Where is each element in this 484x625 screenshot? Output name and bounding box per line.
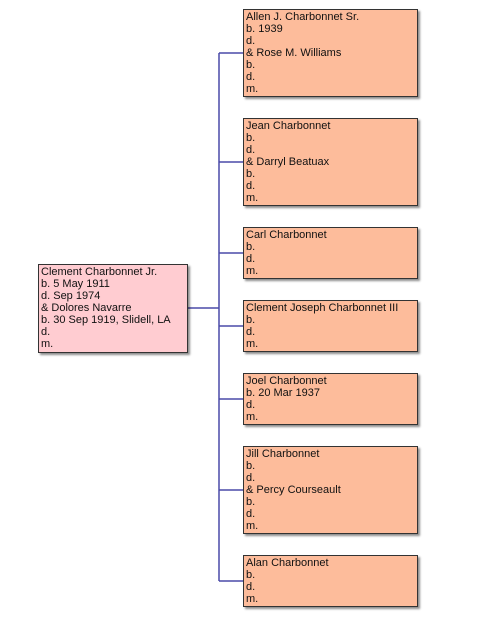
child-person-box[interactable]: Allen J. Charbonnet Sr. b. 1939 d. & Ros…	[243, 9, 418, 97]
spouse-birth-line: b. 30 Sep 1919, Slidell, LA	[41, 314, 171, 326]
birth-line: b. 5 May 1911	[41, 278, 110, 290]
person-name: Joel Charbonnet	[246, 375, 327, 387]
person-name: Clement Joseph Charbonnet III	[246, 302, 399, 314]
parent-person-box[interactable]: Clement Charbonnet Jr. b. 5 May 1911 d. …	[38, 264, 188, 353]
death-line: d.	[246, 144, 256, 156]
child-person-box[interactable]: Alan Charbonnet b. d. m.	[243, 555, 418, 607]
birth-line: b. 1939	[246, 23, 283, 35]
marriage-line: m.	[246, 265, 259, 277]
death-line: d.	[246, 472, 256, 484]
spouse-birth-line: b.	[246, 168, 256, 180]
death-line: d.	[246, 253, 256, 265]
child-person-box[interactable]: Jean Charbonnet b. d. & Darryl Beatuax b…	[243, 118, 418, 206]
spouse-birth-line: b.	[246, 59, 256, 71]
death-line: d.	[246, 399, 256, 411]
birth-line: b.	[246, 569, 256, 581]
person-name: Jill Charbonnet	[246, 448, 320, 460]
person-name: Clement Charbonnet Jr.	[41, 266, 158, 278]
person-name: Alan Charbonnet	[246, 557, 329, 569]
marriage-line: m.	[246, 411, 259, 423]
child-person-box[interactable]: Carl Charbonnet b. d. m.	[243, 227, 418, 279]
spouse-name: & Darryl Beatuax	[246, 156, 330, 168]
child-person-box[interactable]: Clement Joseph Charbonnet III b. d. m.	[243, 300, 418, 352]
spouse-death-line: d.	[246, 71, 256, 83]
child-person-box[interactable]: Jill Charbonnet b. d. & Percy Courseault…	[243, 446, 418, 534]
person-name: Allen J. Charbonnet Sr.	[246, 11, 360, 23]
spouse-death-line: d.	[246, 180, 256, 192]
marriage-line: m.	[246, 593, 259, 605]
death-line: d.	[246, 326, 256, 338]
birth-line: b.	[246, 241, 256, 253]
spouse-birth-line: b.	[246, 496, 256, 508]
child-person-box[interactable]: Joel Charbonnet b. 20 Mar 1937 d. m.	[243, 373, 418, 425]
death-line: d.	[246, 35, 256, 47]
death-line: d.	[246, 581, 256, 593]
marriage-line: m.	[246, 83, 259, 95]
birth-line: b.	[246, 132, 256, 144]
spouse-death-line: d.	[41, 326, 51, 338]
birth-line: b.	[246, 460, 256, 472]
spouse-name: & Rose M. Williams	[246, 47, 342, 59]
marriage-line: m.	[246, 338, 259, 350]
birth-line: b.	[246, 314, 256, 326]
marriage-line: m.	[246, 520, 259, 532]
death-line: d. Sep 1974	[41, 290, 101, 302]
marriage-line: m.	[246, 192, 259, 204]
spouse-death-line: d.	[246, 508, 256, 520]
spouse-name: & Dolores Navarre	[41, 302, 132, 314]
birth-line: b. 20 Mar 1937	[246, 387, 320, 399]
person-name: Carl Charbonnet	[246, 229, 327, 241]
marriage-line: m.	[41, 338, 54, 350]
spouse-name: & Percy Courseault	[246, 484, 341, 496]
person-name: Jean Charbonnet	[246, 120, 331, 132]
